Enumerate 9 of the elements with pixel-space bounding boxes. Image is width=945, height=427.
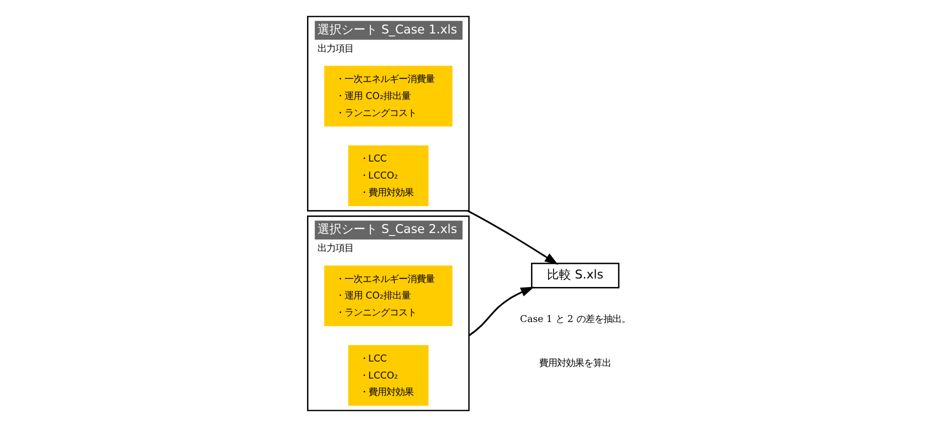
node-box: 比較 S.xls — [530, 262, 619, 288]
arrow — [468, 286, 534, 336]
node-label: Case 1 と 2 の差を抽出。 — [520, 314, 630, 325]
arrow — [466, 210, 558, 265]
node-box: ・一次エネルギー消費量 ・運用 CO₂排出量 ・ランニングコスト — [324, 66, 452, 126]
node-box: ・LCC ・LCCO₂ ・費用対効果 — [348, 345, 428, 406]
node-box: ・LCC ・LCCO₂ ・費用対効果 — [348, 145, 428, 206]
node-box: ・一次エネルギー消費量 ・運用 CO₂排出量 ・ランニングコスト — [324, 265, 452, 326]
node-label: 費用対効果を算出 — [538, 358, 611, 369]
